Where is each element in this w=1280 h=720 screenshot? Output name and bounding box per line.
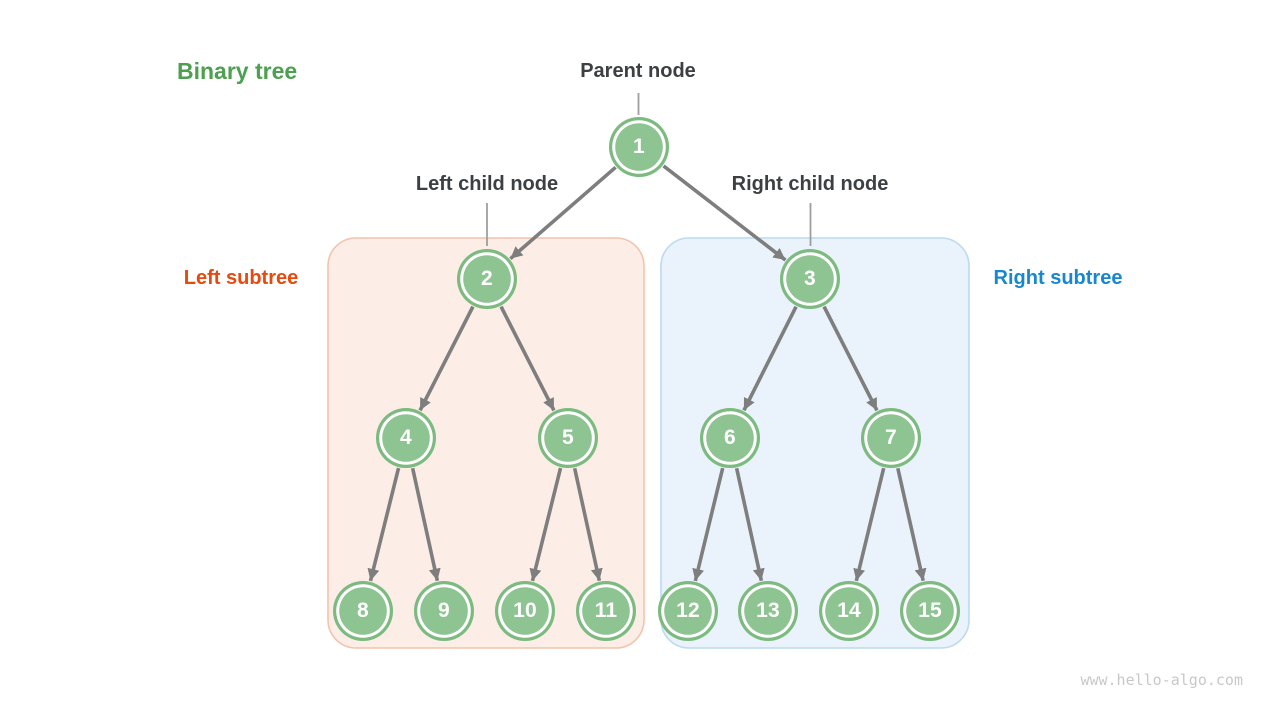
edge-6-13 (734, 467, 765, 582)
tree-node-11: 11 (576, 581, 636, 641)
tree-node-12: 12 (658, 581, 718, 641)
tree-node-value: 12 (676, 599, 700, 622)
tree-node-3: 3 (780, 249, 840, 309)
tree-node-value: 8 (357, 599, 369, 622)
tree-node-1: 1 (609, 117, 669, 177)
left-subtree-box (327, 237, 645, 649)
edge-3-6 (742, 305, 798, 412)
tree-node-value: 10 (513, 599, 537, 622)
left-child-node-label: Left child node (415, 173, 559, 195)
tree-node-value: 1 (633, 135, 645, 158)
edge-7-14 (853, 467, 886, 582)
edge-1-2 (509, 165, 617, 261)
tree-node-14: 14 (819, 581, 879, 641)
right-child-node-label: Right child node (731, 173, 889, 195)
edge-4-9 (410, 467, 441, 582)
tree-node-value: 11 (594, 599, 618, 622)
tree-node-value: 6 (724, 426, 736, 449)
tree-node-value: 14 (837, 599, 861, 622)
tree-node-value: 13 (756, 599, 780, 622)
edge-2-5 (499, 305, 556, 412)
tree-node-5: 5 (538, 408, 598, 468)
edge-7-15 (896, 467, 927, 582)
tree-node-value: 4 (400, 426, 412, 449)
tree-node-value: 9 (438, 599, 450, 622)
tree-node-4: 4 (376, 408, 436, 468)
edge-5-10 (529, 467, 563, 582)
parent-node-label: Parent node (580, 60, 696, 82)
tree-node-2: 2 (457, 249, 517, 309)
right-subtree-box (660, 237, 970, 649)
tree-node-13: 13 (738, 581, 798, 641)
edge-2-4 (418, 305, 475, 412)
tree-node-value: 7 (885, 426, 897, 449)
edge-1-3 (662, 164, 787, 262)
tree-node-value: 5 (562, 426, 574, 449)
edge-5-11 (572, 467, 603, 582)
tree-node-10: 10 (495, 581, 555, 641)
left-subtree-label: Left subtree (183, 267, 299, 289)
tree-node-8: 8 (333, 581, 393, 641)
edge-4-8 (367, 467, 401, 582)
edge-6-12 (692, 467, 725, 582)
tree-node-7: 7 (861, 408, 921, 468)
tree-node-9: 9 (414, 581, 474, 641)
tree-node-value: 3 (804, 267, 816, 290)
figure-title: Binary tree (177, 58, 298, 84)
edge-3-7 (822, 305, 879, 412)
tree-node-6: 6 (700, 408, 760, 468)
watermark: www.hello-algo.com (1080, 671, 1243, 689)
right-subtree-label: Right subtree (993, 267, 1123, 289)
tree-node-value: 2 (481, 267, 493, 290)
tree-node-value: 15 (918, 599, 942, 622)
tree-node-15: 15 (900, 581, 960, 641)
